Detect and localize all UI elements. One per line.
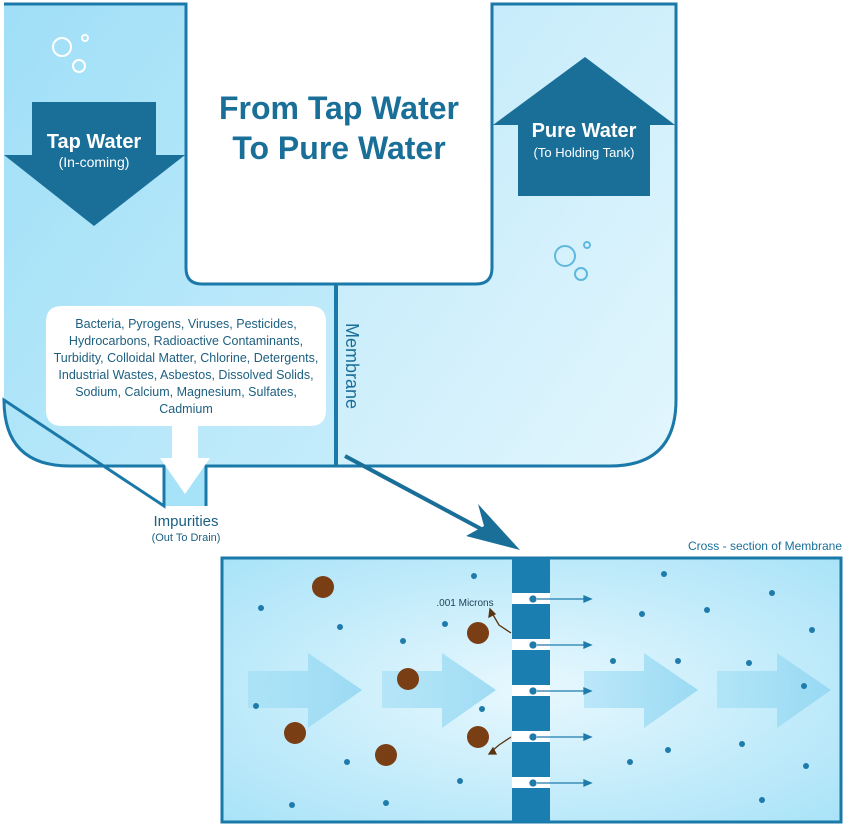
water-molecules — [253, 571, 815, 808]
contaminants-list: Bacteria, Pyrogens, Viruses, Pesticides,… — [53, 317, 319, 416]
bubbles-right — [554, 241, 591, 281]
title-line-2: To Pure Water — [232, 130, 446, 166]
drain-sublabel: (Out To Drain) — [152, 532, 221, 544]
diagram-title: From Tap Water To Pure Water — [186, 88, 492, 168]
membrane-label: Membrane — [342, 323, 362, 409]
permeate-arrows — [529, 595, 593, 787]
tap-water-label: Tap Water — [47, 131, 142, 153]
pure-water-arrow[interactable] — [493, 57, 675, 196]
pure-water-label: Pure Water — [532, 120, 637, 142]
zoom-pointer-arrow — [344, 454, 520, 550]
flow-arrows — [248, 653, 831, 728]
tank-right-water — [336, 4, 676, 466]
title-line-1: From Tap Water — [218, 90, 459, 126]
rebound-arrows — [487, 607, 512, 755]
pure-water-sublabel: (To Holding Tank) — [534, 145, 635, 160]
contaminants-callout — [46, 306, 326, 494]
cross-section-title: Cross - section of Membrane — [688, 539, 842, 553]
tap-water-arrow[interactable] — [4, 102, 185, 226]
drain-label: Impurities — [153, 513, 218, 530]
tap-water-sublabel: (In-coming) — [59, 154, 130, 170]
pore-size-label: .001 Microns — [436, 598, 493, 609]
bubbles-left — [52, 34, 89, 73]
tank-outline — [2, 2, 678, 509]
impurity-particles — [284, 576, 489, 766]
